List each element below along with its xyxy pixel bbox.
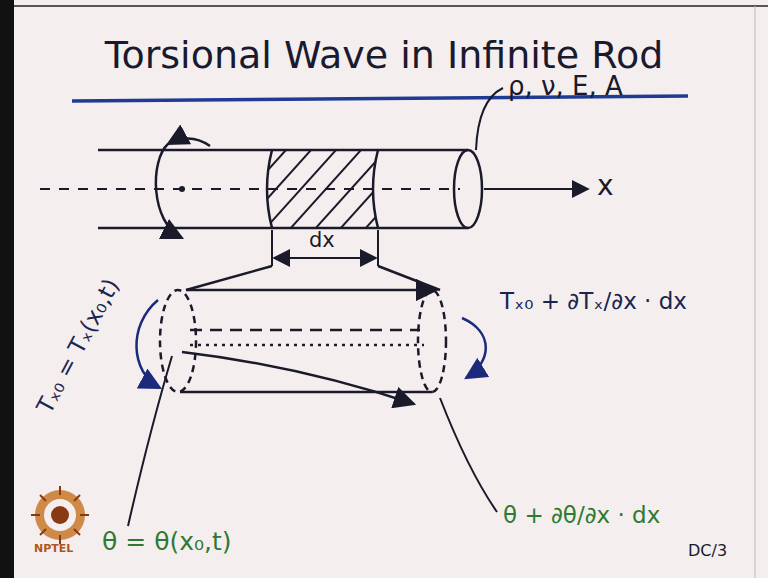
rod-part xyxy=(98,149,468,152)
nptel-logo-part xyxy=(51,506,69,524)
torque-arrow xyxy=(136,300,485,388)
rod-element-part xyxy=(182,352,414,404)
frame-line xyxy=(14,5,768,7)
nptel-logo-part-part xyxy=(74,529,80,535)
slide-number: DC/3 xyxy=(688,542,727,560)
twist-angle-label: θ = θ(x₀,t) xyxy=(102,528,232,557)
axis-point xyxy=(179,186,185,192)
rod-element-part xyxy=(186,289,436,292)
nptel-logo-part-part xyxy=(31,514,40,516)
slide-title: Torsional Wave in Infinite Rod xyxy=(0,34,768,78)
nptel-logo-part xyxy=(44,499,76,531)
dimension-label: dx xyxy=(309,228,335,252)
nptel-logo xyxy=(31,486,89,544)
torque-label: Tₓ₀ + ∂Tₓ/∂x · dx xyxy=(500,288,687,314)
frame-bar xyxy=(0,0,14,578)
rod-element xyxy=(160,290,446,404)
dimension-part xyxy=(274,257,376,259)
projection-lines xyxy=(186,266,440,290)
dimension-part xyxy=(377,230,379,266)
rod-part xyxy=(373,150,378,228)
rod-element-part xyxy=(190,329,420,332)
rod-part xyxy=(98,227,468,230)
nptel-logo-part-part xyxy=(40,495,46,501)
axis-part xyxy=(40,188,460,190)
axis-part xyxy=(484,188,588,190)
torque-arrow xyxy=(156,138,210,238)
leader-line xyxy=(128,356,497,526)
leader-line-part xyxy=(440,398,497,512)
torque-arrow-part xyxy=(168,138,210,146)
nptel-logo-part-part xyxy=(80,514,89,516)
projection-lines-part xyxy=(378,266,440,290)
dimension-part xyxy=(271,230,273,266)
logo-text: NPTEL xyxy=(34,543,73,556)
nptel-logo-part xyxy=(35,490,85,540)
axis-label: x xyxy=(597,170,614,202)
nptel-logo-part-part xyxy=(74,495,80,501)
torque-arrow-part xyxy=(156,144,182,238)
leader-line-part xyxy=(128,356,172,526)
nptel-logo-part-part xyxy=(40,529,46,535)
torque-arrow-part xyxy=(462,318,486,378)
leader-line xyxy=(476,88,503,150)
twist-angle-label: θ + ∂θ/∂x · dx xyxy=(503,502,660,528)
rod-element-part xyxy=(190,344,424,347)
rod-element-part xyxy=(418,290,446,392)
axis xyxy=(40,188,588,190)
torque-label: Tₓ₀ = Tₓ(x₀,t) xyxy=(31,274,124,418)
rod-element-part xyxy=(180,391,432,394)
projection-lines-part xyxy=(186,266,272,290)
torque-arrow-part xyxy=(136,300,160,388)
material-properties: ρ, ν, E, A xyxy=(508,72,623,102)
nptel-logo-part-part xyxy=(59,486,61,495)
nptel-logo-part xyxy=(31,486,89,544)
frame-line xyxy=(755,6,756,578)
